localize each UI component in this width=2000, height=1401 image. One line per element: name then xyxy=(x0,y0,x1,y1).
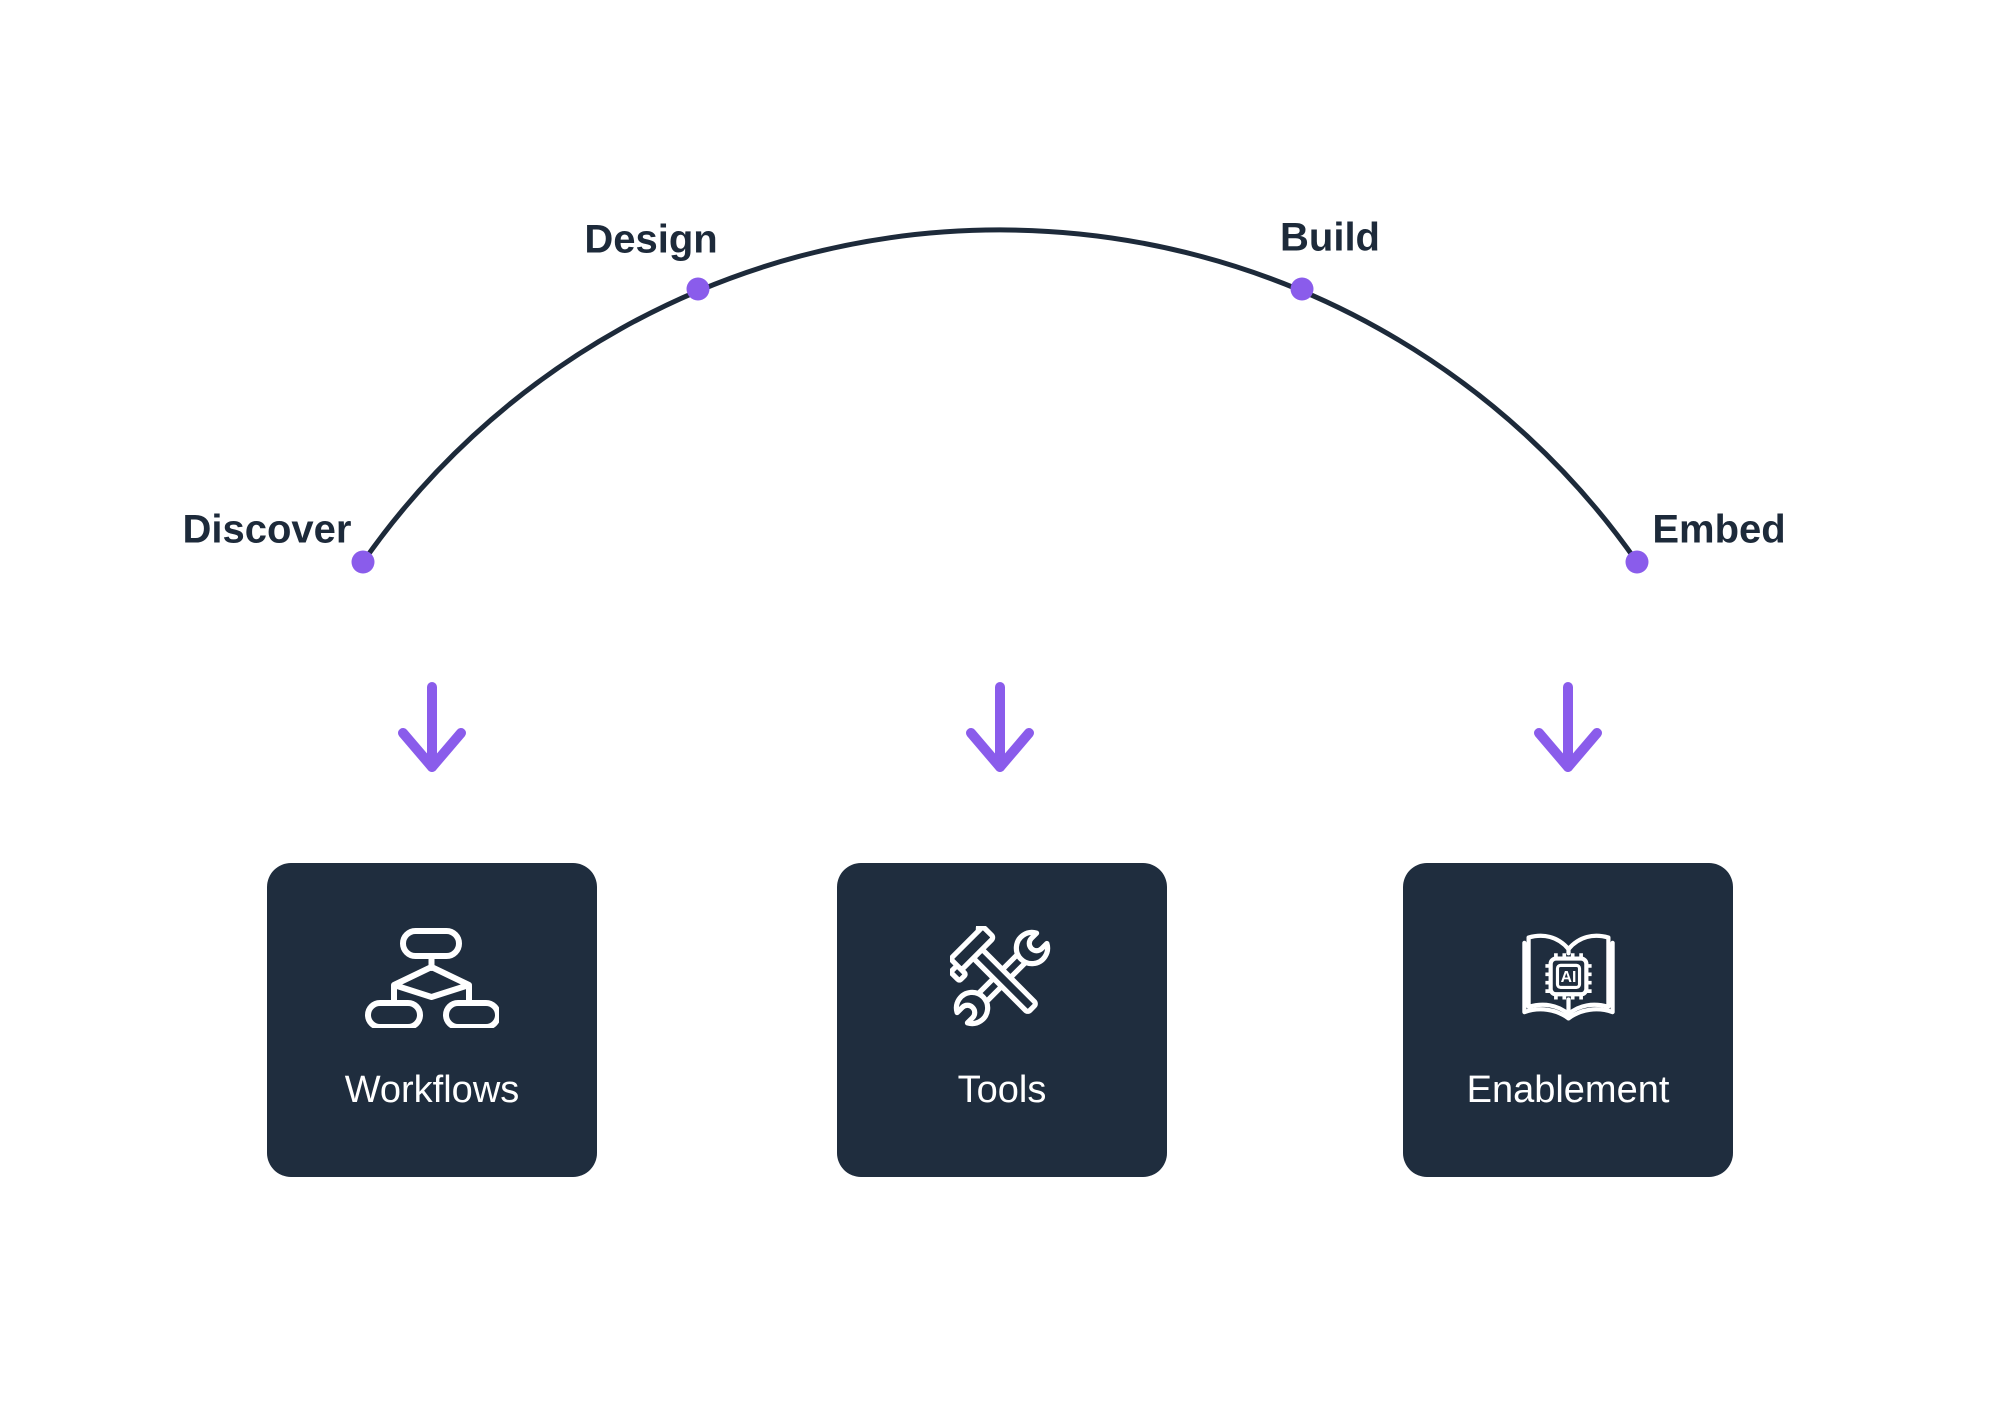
stage-dot-build xyxy=(1290,277,1314,301)
chip-ai-text: AI xyxy=(1560,969,1576,986)
stage-dot-discover xyxy=(351,550,375,574)
hammer-icon xyxy=(950,926,1038,1014)
card-label: Enablement xyxy=(1466,1069,1670,1111)
card-label: Tools xyxy=(957,1069,1047,1111)
card-enablement: AI Enablement xyxy=(1403,863,1733,1177)
flowchart-icon xyxy=(365,927,499,1029)
stage-label-build: Build xyxy=(1280,215,1380,260)
stage-dot-embed xyxy=(1625,550,1649,574)
down-arrow-icon xyxy=(1534,682,1602,772)
down-arrow-icon xyxy=(966,682,1034,772)
stage-label-discover: Discover xyxy=(182,507,352,552)
down-arrow-icon xyxy=(398,682,466,772)
stage-dot-design xyxy=(686,277,710,301)
card-workflows: Workflows xyxy=(267,863,597,1177)
card-label: Workflows xyxy=(344,1069,520,1111)
card-tools: Tools xyxy=(837,863,1167,1177)
hammer-wrench-icon xyxy=(950,926,1054,1029)
stage-label-embed: Embed xyxy=(1652,507,1786,552)
stage-label-design: Design xyxy=(584,217,718,262)
book-ai-icon: AI xyxy=(1516,927,1621,1029)
arc-curve xyxy=(360,227,1640,564)
